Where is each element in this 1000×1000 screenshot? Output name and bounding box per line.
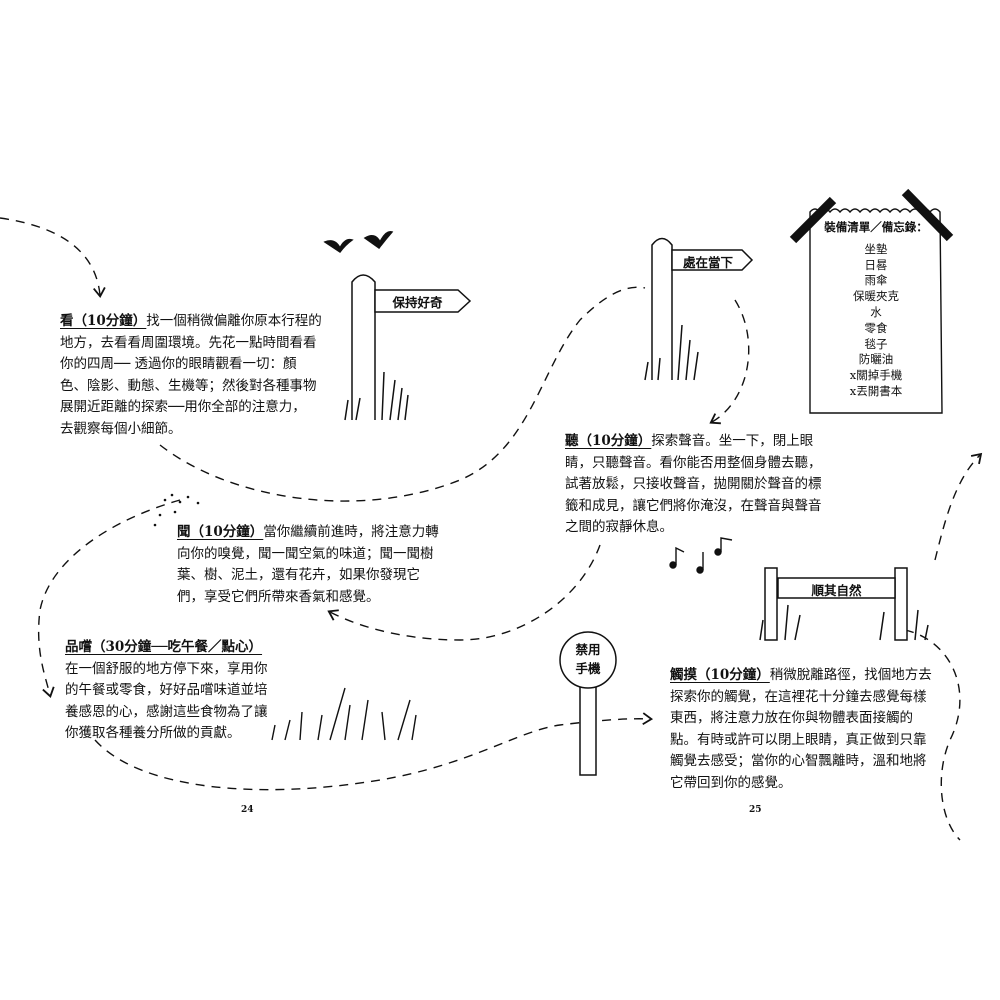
section-taste: 品嚐（30分鐘──吃午餐／點心） 在一個舒服的地方停下來，享用你 的午餐或零食，… — [65, 637, 268, 745]
sign-curious-label: 保持好奇 — [392, 295, 443, 310]
signpost-present — [644, 237, 754, 381]
section-title: 聽（10分鐘） — [565, 433, 652, 449]
section-line: 去觀察每個小細節。 — [60, 420, 182, 437]
dashed-path-segment — [709, 299, 750, 425]
section-listen: 聽（10分鐘）探索聲音。坐一下，閉上眼 睛，只聽聲音。看你能否用整個身體去聽， … — [565, 431, 822, 539]
memo-item: x丟開書本 — [849, 383, 903, 398]
dashed-path-segment — [904, 629, 961, 841]
section-line: 葉、樹、泥土，還有花卉，如果你發現它 — [177, 567, 420, 583]
memo-title: 裝備清單／備忘錄： — [824, 220, 928, 234]
section-title: 看（10分鐘） — [60, 313, 147, 329]
section-title: 觸摸（10分鐘） — [670, 667, 770, 683]
memo-list: 裝備清單／備忘錄： 坐墊 日晷 雨傘 保暖夾克 水 零食 毯子 防曬油 x關掉手… — [810, 220, 942, 400]
section-line: 它帶回到你的感覺。 — [670, 774, 792, 791]
section-line: 籤和成見，讓它們將你淹沒，在聲音與聲音 — [565, 497, 822, 514]
section-line: 地方，去看看周圍環境。先花一點時間看看 — [60, 334, 317, 351]
page-number-left: 24 — [241, 805, 254, 815]
scent-dots — [153, 493, 200, 527]
section-line: 色、陰影、動態、生機等；然後對各種事物 — [60, 377, 317, 394]
section-smell: 聞（10分鐘）當你繼續前進時，將注意力轉 向你的嗅覺，聞一聞空氣的味道；聞一聞樹… — [177, 522, 439, 608]
section-line: 試著放鬆，只接收聲音，拋開關於聲音的標 — [565, 476, 822, 492]
memo-item: 坐墊 — [864, 241, 888, 256]
section-line: 稍微脫離路徑，找個地方去 — [769, 667, 932, 683]
section-line: 你的四周── 透過你的眼睛觀看一切：顏 — [60, 356, 297, 372]
section-line: 向你的嗅覺，聞一聞空氣的味道；聞一聞樹 — [177, 545, 434, 562]
section-line: 你獲取各種養分所做的貢獻。 — [65, 725, 241, 741]
sign-no-phone-line: 禁用 — [575, 642, 601, 657]
dashed-path-segment — [327, 544, 601, 641]
section-line: 睛，只聽聲音。看你能否用整個身體去聽， — [565, 454, 822, 471]
sign-no-phone-line: 手機 — [575, 661, 601, 676]
section-title: 品嚐（30分鐘──吃午餐／點心） — [65, 639, 263, 655]
sign-no-phone — [559, 631, 617, 776]
memo-item: 防曬油 — [858, 352, 894, 367]
section-title: 聞（10分鐘） — [177, 524, 264, 540]
section-line: 養感恩的心，感謝這些食物為了讓 — [65, 703, 268, 720]
memo-item: 水 — [870, 304, 882, 319]
tape-left — [789, 196, 837, 244]
sign-present-label: 處在當下 — [682, 255, 733, 270]
gate-nature — [759, 567, 929, 641]
section-line: 觸覺去感受；當你的心智飄離時，溫和地將 — [670, 753, 927, 769]
tape-right — [901, 188, 954, 242]
section-line: 點。有時或許可以閉上眼睛，真正做到只靠 — [670, 731, 927, 748]
page-number-right: 25 — [749, 805, 762, 815]
section-line: 的午餐或零食，好好品嚐味道並培 — [65, 682, 268, 698]
memo-item: 零食 — [864, 320, 888, 335]
dashed-path-segment — [37, 499, 181, 698]
section-look: 看（10分鐘）找一個稍微偏離你原本行程的 地方，去看看周圍環境。先花一點時間看看… — [60, 311, 322, 440]
section-touch: 觸摸（10分鐘）稍微脫離路徑，找個地方去 探索你的觸覺，在這裡花十分鐘去感覺每樣… — [670, 665, 932, 794]
section-line: 當你繼續前進時，將注意力轉 — [263, 524, 439, 540]
memo-item: 毯子 — [864, 336, 888, 351]
signpost-curious — [344, 274, 472, 421]
section-line: 展開近距離的探索──用你全部的注意力， — [60, 399, 306, 415]
memo-item: 日晷 — [864, 257, 888, 272]
section-line: 探索你的觸覺，在這裡花十分鐘去感覺每樣 — [670, 688, 927, 705]
memo-item: 保暖夾克 — [853, 289, 899, 304]
music-notes-icon — [669, 537, 733, 574]
dashed-path-segment — [934, 452, 983, 561]
section-line: 們，享受它們所帶來香氣和感覺。 — [177, 588, 380, 605]
memo-item: 雨傘 — [864, 273, 888, 288]
section-line: 東西，將注意力放在你與物體表面接觸的 — [670, 710, 913, 726]
grass-illustration — [271, 687, 417, 741]
section-line: 找一個稍微偏離你原本行程的 — [146, 313, 322, 329]
memo-item: x關掉手機 — [849, 368, 903, 383]
sign-no-phone-label: 禁用 手機 — [560, 640, 616, 678]
section-line: 探索聲音。坐一下，閉上眼 — [651, 433, 814, 449]
section-line: 在一個舒服的地方停下來，享用你 — [65, 660, 268, 677]
dashed-path-segment — [0, 217, 106, 299]
section-line: 之間的寂靜休息。 — [565, 519, 673, 535]
birds-icon — [323, 230, 394, 254]
sign-nature-label: 順其自然 — [811, 583, 862, 598]
memo-note — [789, 188, 954, 414]
